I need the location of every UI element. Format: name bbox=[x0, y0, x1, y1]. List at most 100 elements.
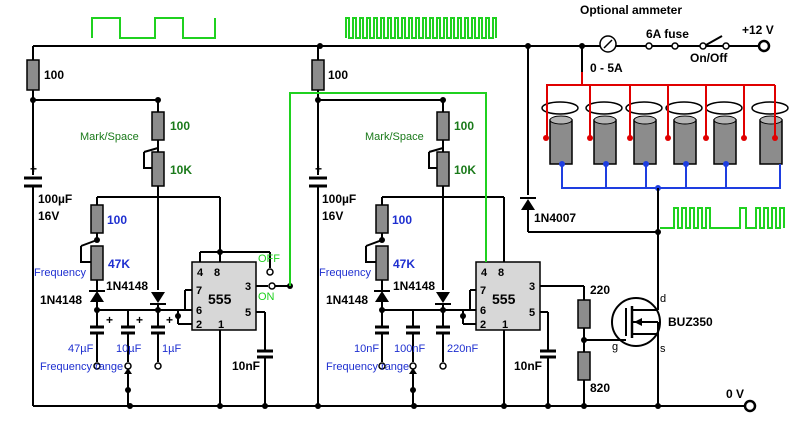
diode-1n4148-a-1 bbox=[90, 291, 104, 302]
label-cap-big-v-1: 16V bbox=[38, 209, 59, 223]
label-pot47k-2: 47K bbox=[393, 257, 415, 271]
label-1n4007: 1N4007 bbox=[534, 211, 576, 225]
svg-text:+: + bbox=[136, 313, 143, 327]
label-r1: 100 bbox=[44, 68, 64, 82]
resistor-100-green-1 bbox=[151, 111, 165, 141]
label-c10n: 10nF bbox=[354, 343, 379, 355]
waveform-slow bbox=[91, 17, 216, 39]
svg-text:1: 1 bbox=[218, 319, 224, 331]
pot-47k-2 bbox=[375, 245, 389, 281]
cell-1 bbox=[541, 101, 579, 167]
label-zero-v: 0 V bbox=[726, 387, 744, 401]
resistor-100-blue-1 bbox=[90, 204, 104, 234]
diode-1n4148-b-2 bbox=[436, 292, 450, 303]
waveform-fast bbox=[345, 17, 497, 39]
label-onoff: On/Off bbox=[690, 51, 728, 65]
stage-2-oscillator: + bbox=[309, 46, 616, 406]
svg-text:7: 7 bbox=[480, 285, 486, 297]
resistor-r2 bbox=[311, 59, 325, 91]
frequency-range-switch-1[interactable] bbox=[93, 362, 162, 406]
label-r2: 100 bbox=[328, 68, 348, 82]
label-mosfet: BUZ350 bbox=[668, 315, 713, 329]
pot-47k-1 bbox=[90, 245, 104, 281]
svg-text:2: 2 bbox=[196, 319, 202, 331]
label-pin-g: g bbox=[612, 341, 618, 353]
cell-3 bbox=[625, 101, 663, 167]
label-r100-green-1: 100 bbox=[170, 119, 190, 133]
svg-text:5: 5 bbox=[245, 307, 251, 319]
fuse-6a bbox=[645, 42, 679, 50]
resistor-100-blue-2 bbox=[375, 204, 389, 234]
label-cap10n-1: 10nF bbox=[232, 359, 260, 373]
stage-1-oscillator: + + bbox=[24, 46, 293, 406]
label-chip-1: 555 bbox=[208, 291, 232, 307]
label-cap10n-2: 10nF bbox=[514, 359, 542, 373]
svg-text:1: 1 bbox=[502, 319, 508, 331]
label-cap-big-2: 100µF bbox=[322, 192, 356, 206]
label-c1u: 1µF bbox=[162, 343, 181, 355]
svg-text:+: + bbox=[106, 313, 113, 327]
resistor-220 bbox=[577, 299, 591, 329]
label-chip-2: 555 bbox=[492, 291, 516, 307]
timer-chip-555-1 bbox=[191, 261, 257, 331]
svg-text:7: 7 bbox=[196, 285, 202, 297]
diode-1n4148-a-2 bbox=[375, 291, 389, 302]
on-off-switch[interactable] bbox=[699, 35, 730, 50]
label-r100-blue-2: 100 bbox=[392, 213, 412, 227]
resistor-100-green-2 bbox=[436, 111, 450, 141]
label-ammeter-title: Optional ammeter bbox=[580, 3, 682, 17]
label-on: ON bbox=[258, 291, 275, 303]
waveform-output bbox=[660, 207, 785, 229]
capacitor-100uf-2: + bbox=[309, 162, 327, 188]
label-r820: 820 bbox=[590, 381, 610, 395]
cell-5 bbox=[703, 101, 743, 167]
label-diode-a-1: 1N4148 bbox=[40, 293, 82, 307]
svg-text:8: 8 bbox=[498, 267, 504, 279]
label-pin-s: s bbox=[660, 343, 666, 355]
mosfet-buz350 bbox=[611, 297, 661, 347]
label-r100-blue-1: 100 bbox=[107, 213, 127, 227]
stage-switch-on-off[interactable] bbox=[266, 268, 293, 290]
frequency-range-switch-2[interactable] bbox=[378, 362, 447, 406]
label-c47u: 47µF bbox=[68, 343, 94, 355]
resistor-r1 bbox=[26, 59, 40, 91]
svg-text:4: 4 bbox=[197, 267, 204, 279]
label-diode-b-1: 1N4148 bbox=[106, 279, 148, 293]
resistor-820 bbox=[577, 351, 591, 381]
terminal-plus12 bbox=[757, 39, 771, 53]
label-pin-d: d bbox=[660, 293, 666, 305]
pot-10k-1 bbox=[151, 151, 165, 187]
svg-text:8: 8 bbox=[214, 267, 220, 279]
label-off: OFF bbox=[258, 253, 280, 265]
svg-text:3: 3 bbox=[245, 281, 251, 293]
terminal-zero-v bbox=[743, 399, 757, 413]
svg-text:3: 3 bbox=[529, 281, 535, 293]
svg-text:2: 2 bbox=[480, 319, 486, 331]
label-pot10k-2: 10K bbox=[454, 163, 476, 177]
label-freq-range-2: Frequency range bbox=[326, 361, 409, 373]
label-fuse: 6A fuse bbox=[646, 27, 689, 41]
pot-10k-2 bbox=[436, 151, 450, 187]
power-stage bbox=[520, 35, 789, 413]
svg-text:+: + bbox=[166, 313, 173, 327]
svg-text:+: + bbox=[315, 162, 322, 176]
label-r220: 220 bbox=[590, 283, 610, 297]
label-diode-b-2: 1N4148 bbox=[393, 279, 435, 293]
cell-bank bbox=[541, 101, 789, 167]
label-pot10k-1: 10K bbox=[170, 163, 192, 177]
label-plus12: +12 V bbox=[742, 23, 774, 37]
svg-text:5: 5 bbox=[529, 307, 535, 319]
diode-1n4148-b-1 bbox=[151, 292, 165, 303]
label-c100n: 100nF bbox=[394, 343, 425, 355]
ammeter bbox=[599, 35, 617, 53]
label-r100-green-2: 100 bbox=[454, 119, 474, 133]
svg-text:+: + bbox=[30, 162, 37, 176]
cell-4 bbox=[665, 101, 703, 167]
label-cap-big-1: 100µF bbox=[38, 192, 72, 206]
label-frequency-1: Frequency bbox=[34, 267, 86, 279]
timer-chip-555-2 bbox=[475, 261, 541, 331]
svg-text:6: 6 bbox=[196, 305, 202, 317]
label-cap-big-v-2: 16V bbox=[322, 209, 343, 223]
label-c10u: 10µF bbox=[116, 343, 142, 355]
